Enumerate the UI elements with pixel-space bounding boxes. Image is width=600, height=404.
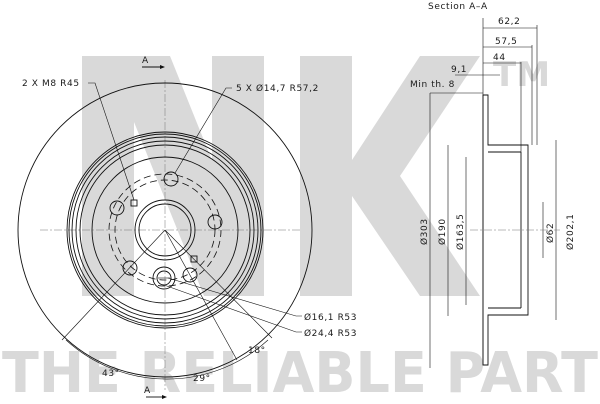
angle-left: 43° bbox=[102, 369, 120, 379]
threaded-hole bbox=[190, 255, 198, 263]
width-overall: 62,2 bbox=[498, 17, 520, 27]
diameter-190: Ø190 bbox=[437, 218, 448, 245]
diameter-163: Ø163,5 bbox=[455, 214, 466, 250]
bolt-hole bbox=[163, 171, 179, 187]
width-hat-depth: 57,5 bbox=[495, 37, 517, 47]
section-marker-top: A bbox=[142, 56, 149, 66]
section-view bbox=[429, 18, 560, 368]
callout-hole-small: Ø16,1 R53 bbox=[304, 312, 357, 323]
min-thickness: Min th. 8 bbox=[410, 80, 455, 90]
callout-threaded-holes: 2 X M8 R45 bbox=[22, 79, 80, 89]
trademark-mark: TM bbox=[493, 55, 550, 95]
width-inner: 44 bbox=[493, 53, 506, 63]
diameter-hat-outer: Ø202,1 bbox=[565, 214, 576, 250]
section-title: Section A–A bbox=[428, 2, 488, 12]
callout-hole-large: Ø24,4 R53 bbox=[304, 328, 357, 339]
section-marker-bottom: A bbox=[144, 386, 151, 396]
angle-right: 18° bbox=[248, 346, 266, 356]
diameter-outer: Ø303 bbox=[419, 218, 430, 245]
tagline-watermark: THE RELIABLE PART bbox=[2, 341, 598, 400]
bolt-hole bbox=[182, 267, 198, 283]
diameter-center-bore: Ø62 bbox=[545, 223, 556, 243]
bolt-hole bbox=[122, 260, 138, 276]
front-view bbox=[17, 65, 313, 399]
callout-bolt-holes: 5 X Ø14,7 R57,2 bbox=[236, 83, 319, 94]
angle-middle: 29° bbox=[193, 374, 211, 384]
bolt-hole bbox=[109, 200, 125, 216]
bolt-hole bbox=[207, 214, 223, 230]
nk-logo-watermark: TM THE RELIABLE PART bbox=[2, 55, 598, 404]
width-disc-thickness: 9,1 bbox=[451, 65, 467, 75]
